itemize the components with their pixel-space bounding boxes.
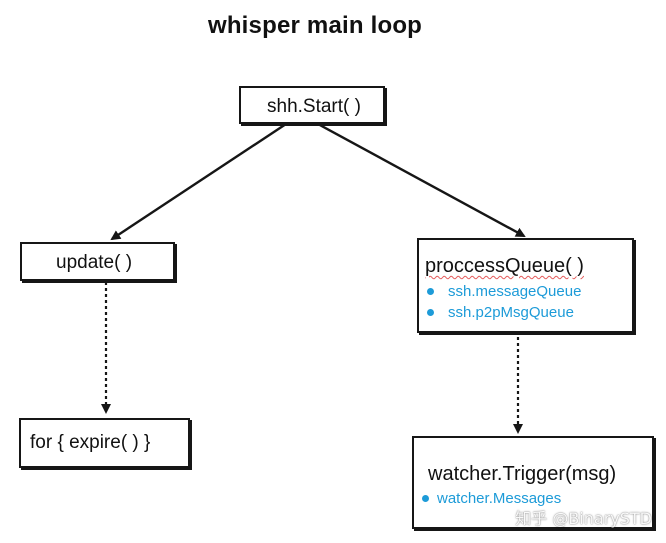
start-node-label: shh.Start( ) [267, 96, 361, 117]
process-node-label: proccessQueue( ) [425, 255, 584, 277]
trigger-message-list: watcher.Messages [422, 488, 561, 509]
bullet-icon [427, 309, 434, 316]
update-node: update( ) [20, 242, 175, 281]
process-queue-list: ssh.messageQueue ssh.p2pMsgQueue [427, 281, 581, 323]
trigger-node-label: watcher.Trigger(msg) [428, 463, 617, 485]
diagram-title: whisper main loop [207, 12, 423, 39]
arrow-start-to-update [110, 122, 287, 241]
list-item: ssh.messageQueue [427, 281, 581, 302]
list-item: watcher.Messages [422, 488, 561, 509]
process-node: proccessQueue( ) ssh.messageQueue ssh.p2… [417, 238, 634, 333]
list-item: ssh.p2pMsgQueue [427, 302, 581, 323]
start-node: shh.Start( ) [239, 86, 385, 124]
bullet-icon [422, 495, 429, 502]
expire-node: for { expire( ) } [19, 418, 190, 468]
trigger-node: watcher.Trigger(msg) watcher.Messages [412, 436, 654, 529]
watermark: 知乎 @BinarySTD [515, 509, 652, 528]
update-node-label: update( ) [56, 252, 133, 273]
bullet-icon [427, 288, 434, 295]
queue-name: ssh.p2pMsgQueue [448, 304, 574, 321]
arrow-start-to-process [317, 122, 526, 238]
queue-name: ssh.messageQueue [448, 283, 582, 300]
expire-node-label: for { expire( ) } [30, 432, 151, 453]
message-source: watcher.Messages [437, 490, 562, 507]
